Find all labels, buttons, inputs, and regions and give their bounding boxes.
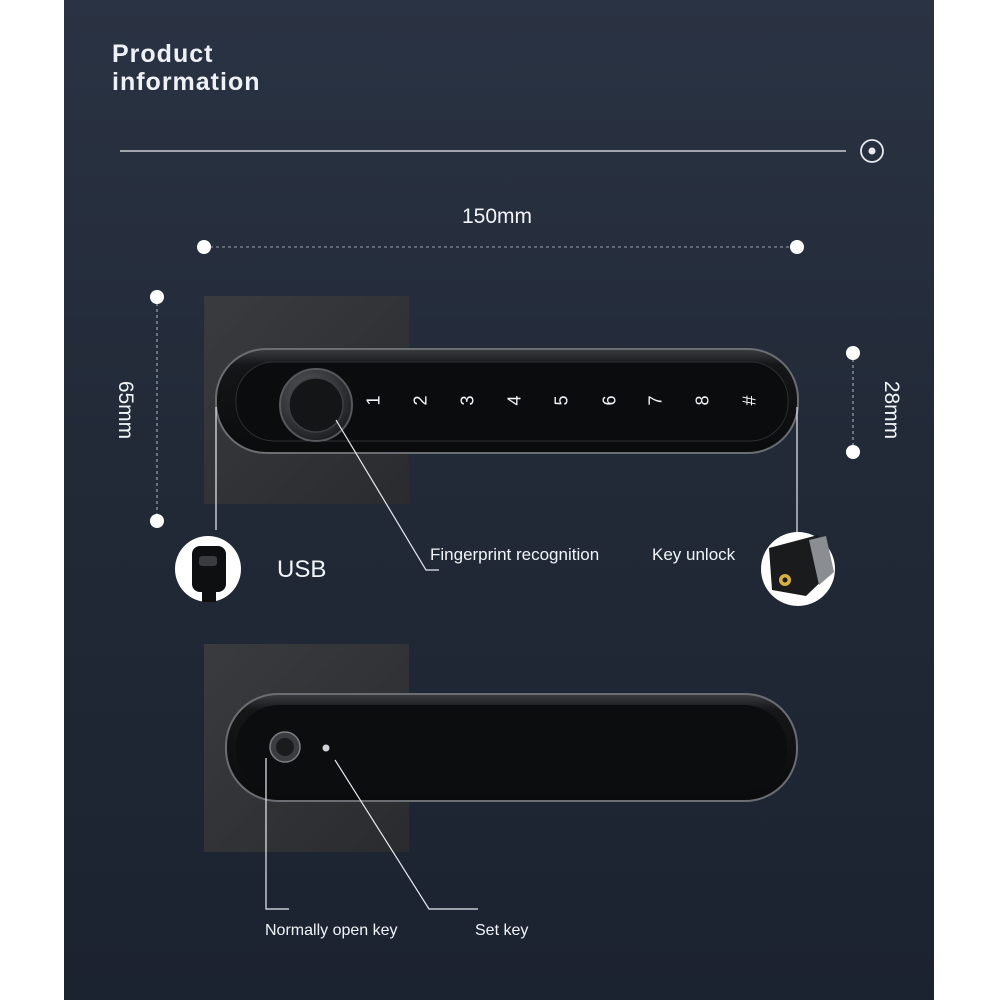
depth-dimension-line bbox=[846, 346, 860, 459]
height-label: 65mm bbox=[114, 380, 138, 440]
title-line-1: Product bbox=[112, 40, 214, 68]
usb-port-icon bbox=[175, 536, 241, 602]
key-unlock-label: Key unlock bbox=[652, 545, 736, 564]
key-6: 6 bbox=[599, 395, 620, 406]
fingerprint-label: Fingerprint recognition bbox=[430, 545, 600, 564]
key-8: 8 bbox=[692, 395, 713, 406]
usb-label: USB bbox=[277, 556, 327, 583]
title-line-2: information bbox=[112, 68, 261, 96]
diagram-graphics bbox=[120, 139, 884, 910]
fingerprint-sensor-icon bbox=[279, 368, 353, 442]
target-icon bbox=[860, 139, 884, 163]
normally-open-leader-line bbox=[265, 758, 289, 910]
set-key-label: Set key bbox=[475, 922, 529, 939]
key-5: 5 bbox=[551, 395, 572, 406]
set-key-leader-line bbox=[334, 759, 478, 910]
depth-label: 28mm bbox=[880, 380, 904, 440]
key-hash: # bbox=[739, 395, 760, 406]
product-info-panel: Product information bbox=[64, 0, 934, 1000]
bottom-handle-face bbox=[236, 705, 787, 792]
keypad-panel bbox=[235, 361, 789, 442]
key-4: 4 bbox=[504, 395, 525, 406]
key-3: 3 bbox=[457, 395, 478, 406]
key-1: 1 bbox=[363, 395, 384, 406]
height-dimension-line bbox=[150, 290, 164, 528]
section-title: Product information bbox=[112, 40, 261, 96]
key-7: 7 bbox=[645, 395, 666, 406]
normally-open-button-icon bbox=[269, 731, 301, 763]
key-2: 2 bbox=[410, 395, 431, 406]
normally-open-label: Normally open key bbox=[265, 922, 398, 939]
set-key-hole-icon bbox=[322, 744, 330, 752]
width-dimension-line bbox=[197, 240, 804, 254]
width-label: 150mm bbox=[462, 205, 533, 228]
fingerprint-leader-line bbox=[335, 419, 439, 571]
key-cylinder-icon bbox=[761, 532, 835, 606]
